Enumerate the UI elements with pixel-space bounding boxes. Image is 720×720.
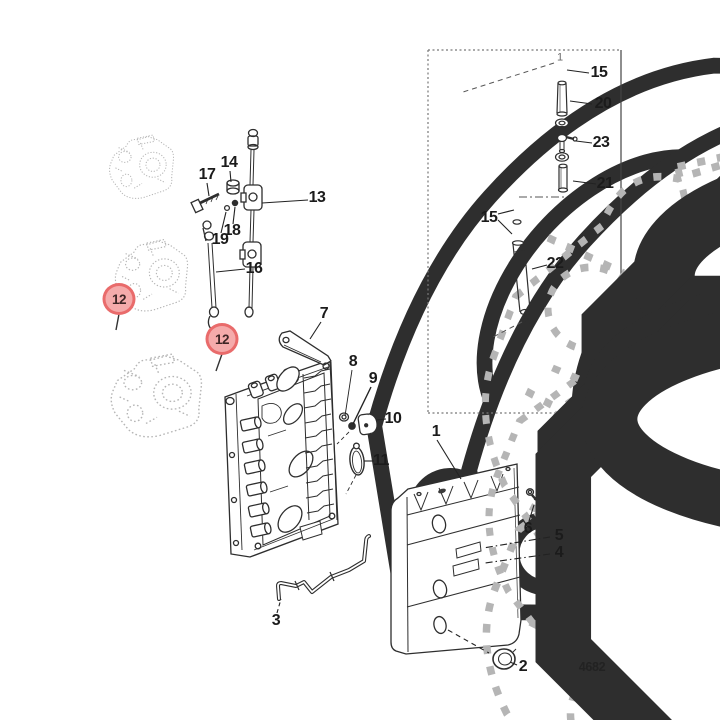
callout-1: 1 [431,423,441,440]
callout-13: 13 [308,189,326,206]
inset-reference-1: 1 [556,51,564,64]
tube-part-22 [511,219,720,720]
link-chain-part-13 [239,128,263,318]
rod-part-3 [276,534,371,601]
fitting-part-23 [556,125,578,154]
highlight-callout-12-right[interactable]: 12 [205,323,239,355]
fitting-stack [554,80,720,688]
callout-15-lower: 15 [480,209,498,226]
highlight-callout-12-left[interactable]: 12 [102,283,136,315]
screw-part-6 [525,488,540,504]
callout-4: 4 [554,544,564,561]
callout-6: 6 [523,520,533,537]
linkage-parts [190,128,263,336]
inset-box [427,49,720,720]
nut-part-8 [338,412,350,422]
rib-column [302,361,338,521]
drawing-number: 4682 [578,659,606,674]
callout-22: 22 [546,255,564,272]
callout-21: 21 [596,175,614,192]
callout-16: 16 [245,260,263,277]
callout-17: 17 [198,166,216,183]
plug-part-10 [357,413,378,436]
callout-7: 7 [319,305,329,322]
washer-part-19 [223,204,231,212]
grommet-part-2 [492,648,517,670]
callout-20: 20 [594,95,612,112]
manifold-part-7 [224,330,339,558]
grommet-part-11 [349,442,365,476]
tube-part-21 [557,163,569,193]
callout-18: 18 [223,222,241,239]
callout-5: 5 [554,527,564,544]
screw-part-18 [231,199,239,207]
callout-14: 14 [220,154,238,171]
cap-part-14 [226,179,240,195]
small-parts-8-9-10-11 [336,412,378,495]
callout-3: 3 [271,612,281,629]
callout-9: 9 [368,370,378,387]
callout-15-upper: 15 [590,64,608,81]
bolt-part-17 [190,192,220,214]
callout-11: 11 [373,452,389,469]
tube-part-20 [556,80,568,117]
callout-8: 8 [348,353,358,370]
highlight-label: 12 [111,291,127,307]
callout-10: 10 [384,410,402,427]
callout-19: 19 [211,231,229,248]
highlight-label: 12 [214,331,230,347]
cover-part-1 [390,463,540,670]
callout-2: 2 [518,658,528,675]
leader-lines [115,69,597,666]
screw-part-9 [348,422,356,430]
callout-23: 23 [592,134,610,151]
reed-cylinders [239,416,272,538]
